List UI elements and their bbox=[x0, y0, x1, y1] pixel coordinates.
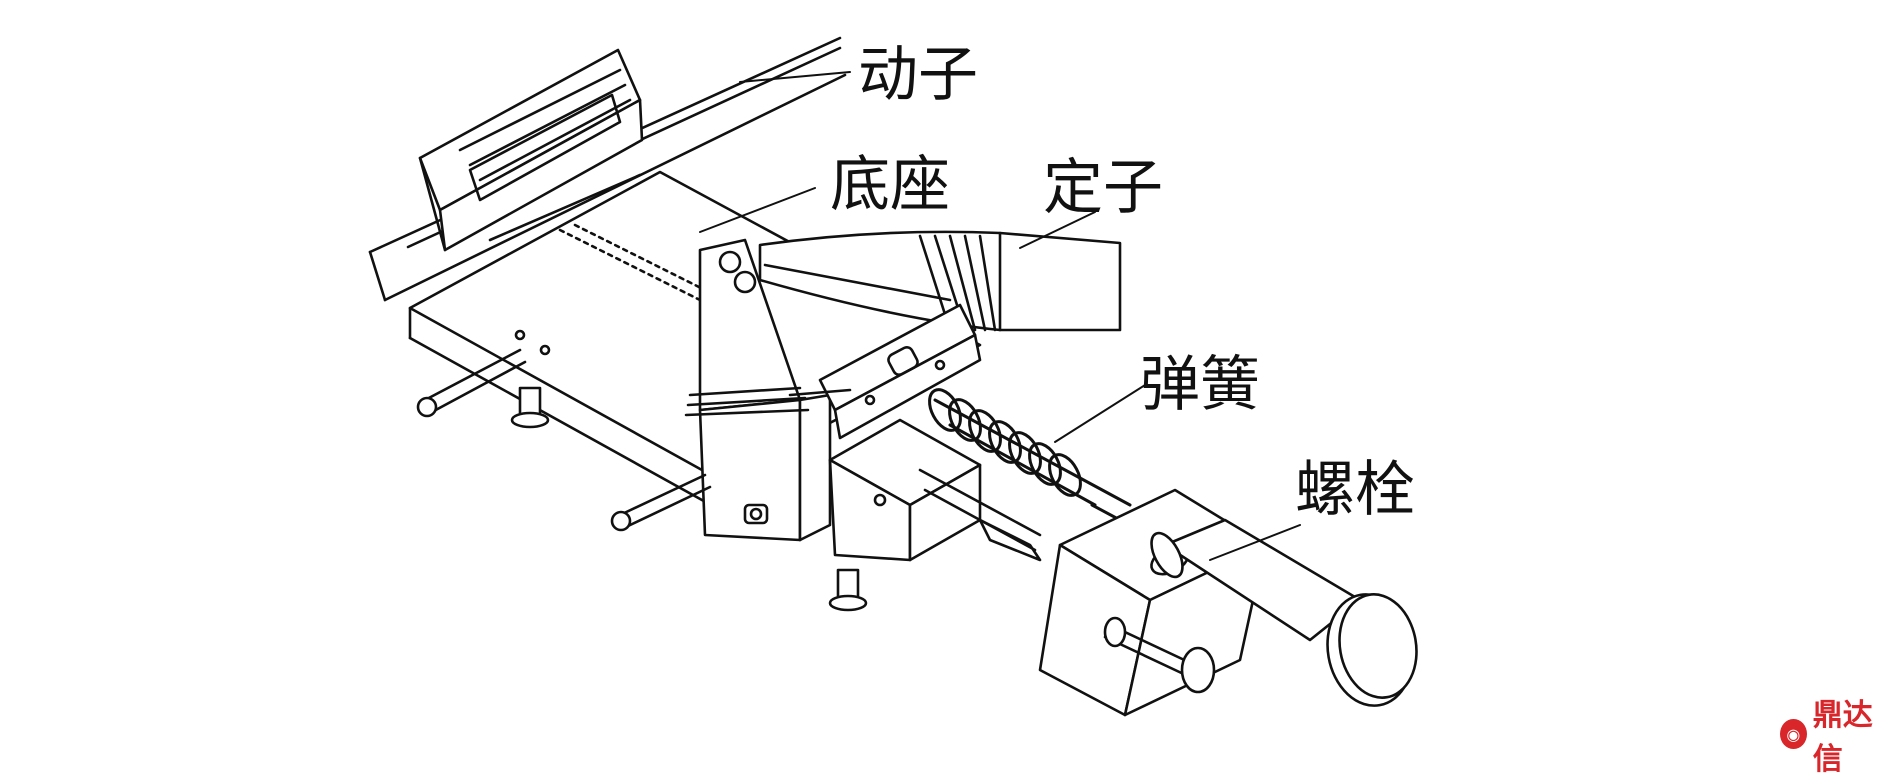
label-spring: 弹簧 bbox=[1140, 350, 1260, 420]
mechanism-diagram bbox=[368, 36, 1418, 717]
screws bbox=[416, 348, 1216, 694]
bolt-shaft bbox=[1150, 518, 1418, 707]
spring-coil bbox=[928, 388, 1137, 530]
clamp-block bbox=[684, 238, 832, 542]
mover-carriage bbox=[418, 48, 644, 252]
leader-lines bbox=[699, 71, 1301, 561]
watermark: ◉ 鼎达信 bbox=[1780, 690, 1893, 778]
label-bolt: 螺栓 bbox=[1295, 455, 1415, 525]
stator-arm bbox=[758, 230, 1122, 332]
watermark-logo-icon: ◉ bbox=[1780, 719, 1807, 749]
label-mover: 动子 bbox=[858, 40, 978, 110]
watermark-text: 鼎达信 bbox=[1812, 698, 1873, 777]
support-block bbox=[828, 418, 1042, 562]
label-base: 底座 bbox=[830, 150, 950, 220]
label-stator: 定子 bbox=[1043, 153, 1163, 223]
stator-bracket bbox=[788, 303, 982, 440]
